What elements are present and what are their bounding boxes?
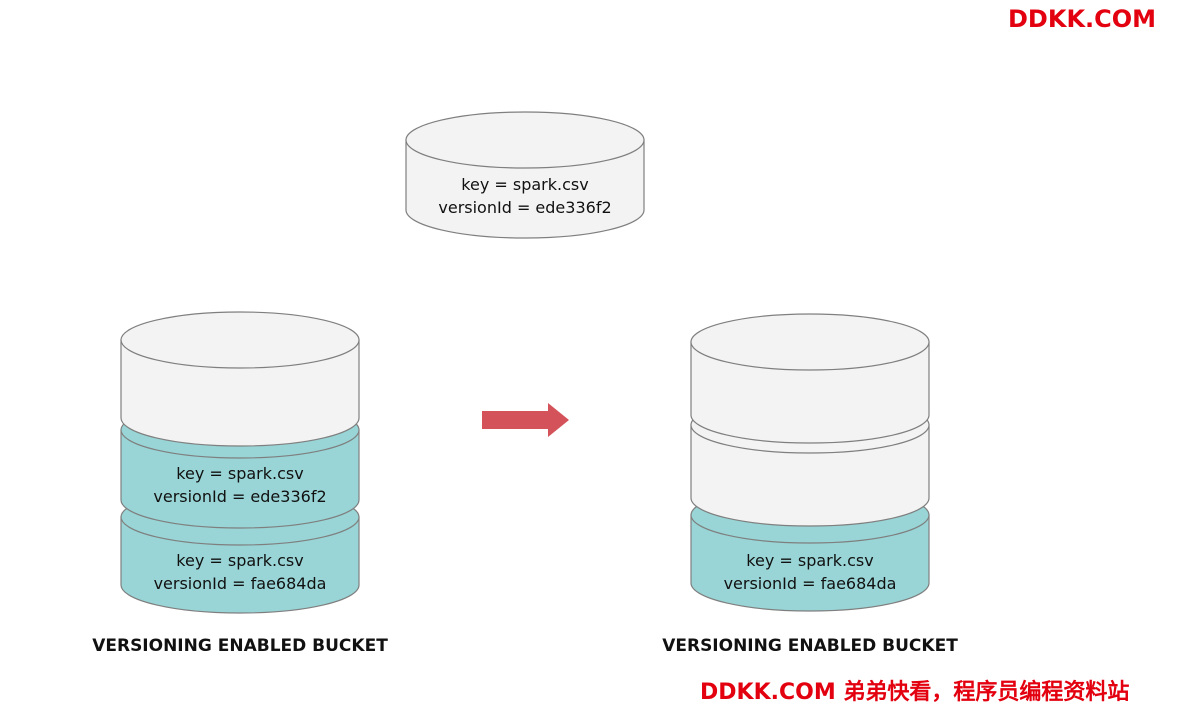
right-bottom-key-label: key = spark.csv [746,551,873,570]
left-layer-top-empty [120,311,360,447]
left-middle-version-label: versionId = ede336f2 [153,487,326,506]
object-top-cylinder: key = spark.csv versionId = ede336f2 [405,111,645,239]
right-bottom-version-label: versionId = fae684da [724,574,897,593]
right-layer-top-empty [690,313,930,444]
right-bucket-caption: VERSIONING ENABLED BUCKET [662,636,958,656]
watermark-bottom: DDKK.COM 弟弟快看，程序员编程资料站 [700,680,1130,705]
left-bottom-version-label: versionId = fae684da [154,574,327,593]
watermark-top: DDKK.COM [1008,5,1157,33]
left-middle-key-label: key = spark.csv [176,464,303,483]
object-top-key-label: key = spark.csv [461,175,588,194]
right-bucket: key = spark.csv versionId = fae684da VER… [662,313,958,656]
object-top-version-label: versionId = ede336f2 [438,198,611,217]
left-bottom-key-label: key = spark.csv [176,551,303,570]
transition-arrow [482,403,569,437]
left-bucket: key = spark.csv versionId = fae684da key… [92,311,388,656]
left-bucket-caption: VERSIONING ENABLED BUCKET [92,636,388,656]
